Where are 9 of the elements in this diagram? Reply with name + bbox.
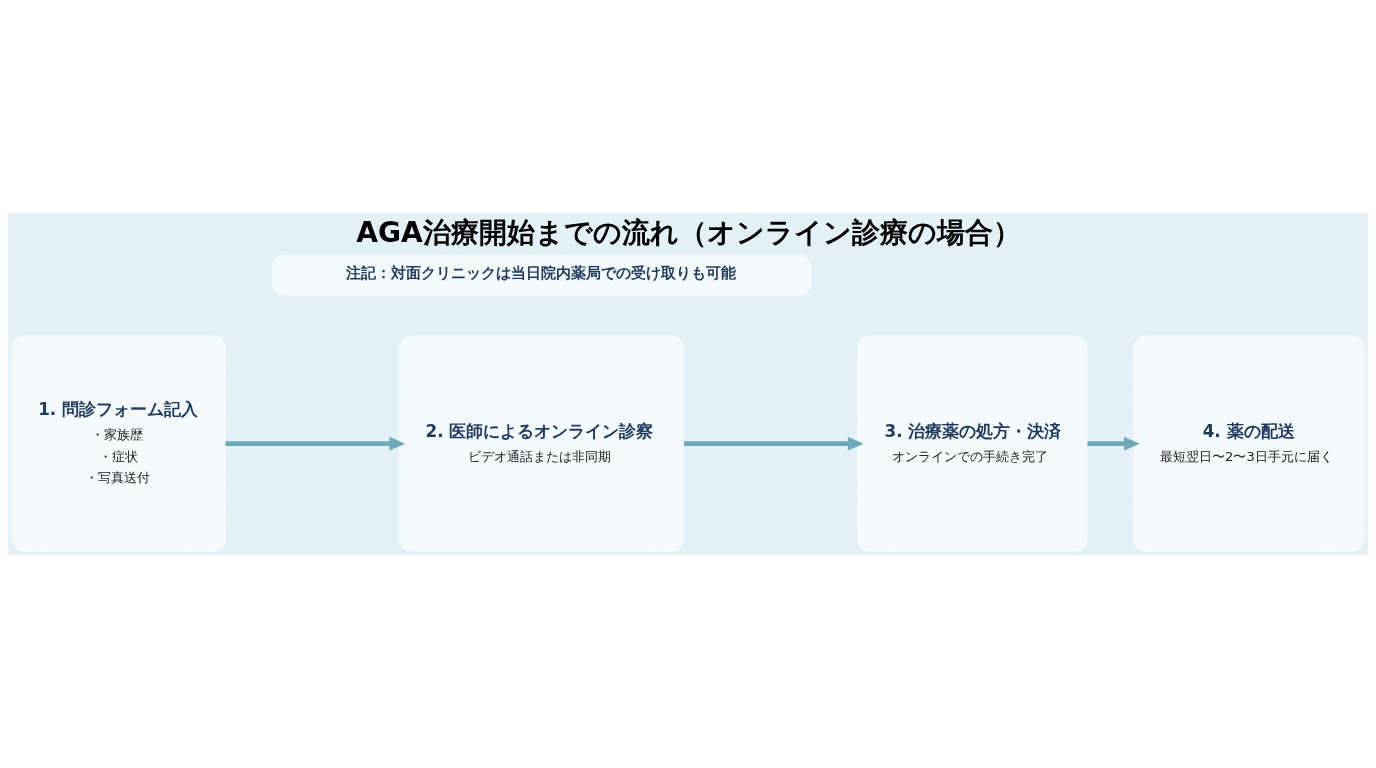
node-box: 1. 問診フォーム記入 ・家族歴 ・症状 ・写真送付 [11, 335, 226, 552]
arrow [683, 436, 864, 451]
label: 注記：対面クリニックは当日院内薬局での受け取りも可能 [346, 263, 736, 282]
arrow [225, 436, 406, 451]
arrow [1087, 436, 1140, 451]
node-box: 2. 医師によるオンライン診察 ビデオ通話または非同期 [398, 335, 685, 552]
node-box: 3. 治療薬の処方・決済 オンラインでの手続き完了 [857, 335, 1088, 552]
node-box: 4. 薬の配送 最短翌日〜2〜3日手元に届く [1133, 335, 1365, 552]
diagram-title: AGA治療開始までの流れ（オンライン診療の場合） [356, 216, 1021, 250]
